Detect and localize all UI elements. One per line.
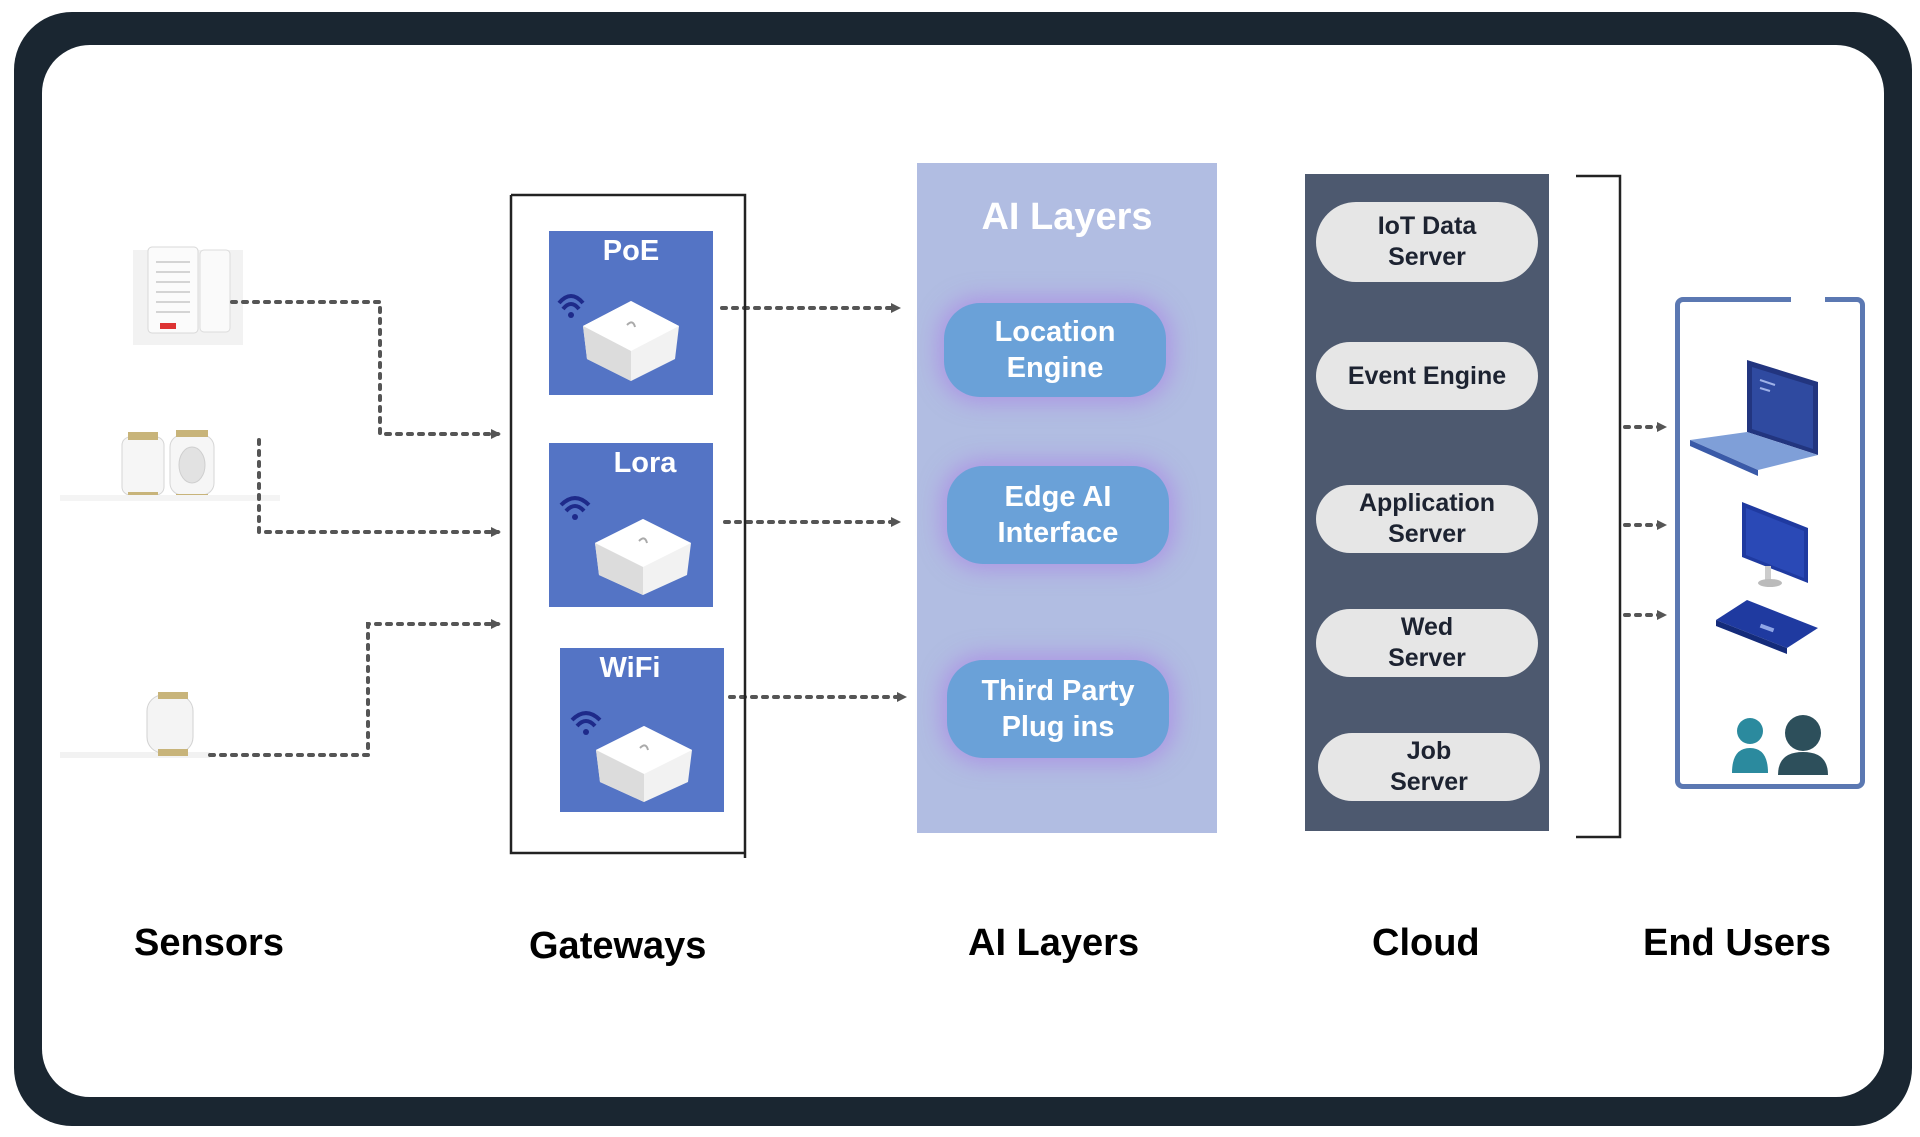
location-engine-module[interactable]: Location Engine <box>944 303 1166 397</box>
gateway-label: PoE <box>602 235 660 267</box>
ai-layers-title: AI Layers <box>981 196 1153 238</box>
gateway-label: WiFi <box>599 652 661 684</box>
sensor-device-icon <box>60 430 280 501</box>
edge-ai-interface-module[interactable]: Edge AI Interface <box>947 466 1169 564</box>
end-users-panel-notch <box>1791 292 1825 304</box>
gateways-group-frame <box>509 193 747 858</box>
job-server[interactable]: Job Server <box>1318 733 1540 801</box>
gateway-card-lora[interactable]: Lora <box>549 443 713 607</box>
end-users-panel <box>1675 297 1865 789</box>
stage-label-ai-layers: AI Layers <box>968 922 1140 964</box>
sensor-device-icon <box>133 246 243 345</box>
stage-label-sensors: Sensors <box>134 922 284 964</box>
wifi-signal-icon <box>559 496 591 520</box>
event-engine-server[interactable]: Event Engine <box>1316 342 1538 410</box>
iot-data-server[interactable]: IoT Data Server <box>1316 202 1538 282</box>
gateway-device-icon <box>559 496 691 595</box>
gateway-device-icon <box>570 711 692 802</box>
stage-label-gateways: Gateways <box>529 925 707 967</box>
gateway-device-icon <box>557 294 679 381</box>
third-party-plugins-module[interactable]: Third Party Plug ins <box>947 660 1169 758</box>
application-server[interactable]: Application Server <box>1316 485 1538 553</box>
stage-label-cloud: Cloud <box>1372 922 1480 964</box>
sensor-device-icon <box>60 692 210 758</box>
gateway-label: Lora <box>613 447 677 479</box>
wifi-signal-icon <box>570 711 602 735</box>
gateway-card-poe[interactable]: PoE <box>549 231 713 395</box>
cloud-bracket <box>1576 174 1622 839</box>
wifi-signal-icon <box>557 294 585 318</box>
web-server[interactable]: Wed Server <box>1316 609 1538 677</box>
stage-label-end-users: End Users <box>1643 922 1831 964</box>
gateway-card-wifi[interactable]: WiFi <box>560 648 724 812</box>
